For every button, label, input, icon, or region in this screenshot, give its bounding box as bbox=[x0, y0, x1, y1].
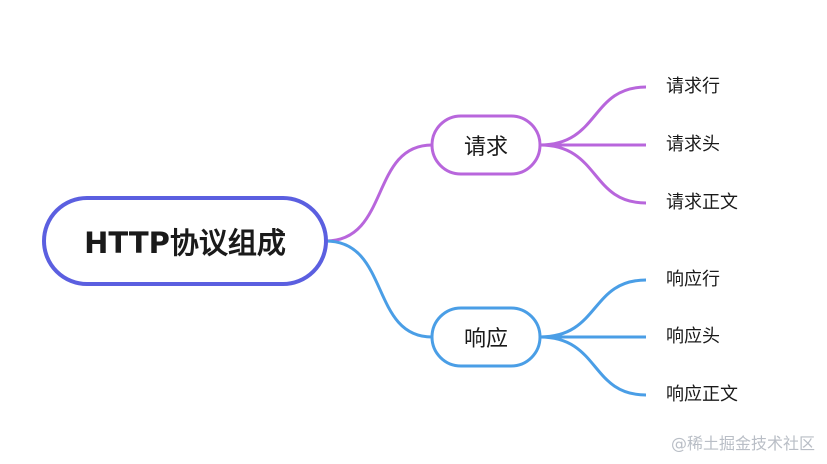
branch-node-request bbox=[430, 114, 542, 176]
leaf-request-body: 请求正文 bbox=[666, 192, 738, 213]
watermark-text: @稀土掘金技术社区 bbox=[670, 434, 815, 453]
branch-label-response: 响应 bbox=[463, 327, 508, 352]
branch-node-response bbox=[430, 306, 542, 368]
connector-response-line bbox=[539, 278, 647, 339]
root-node-label: HTTP协议组成 bbox=[84, 226, 286, 260]
leaf-response-body: 响应正文 bbox=[666, 384, 738, 405]
leaf-request-line: 请求行 bbox=[666, 76, 720, 97]
leaf-request-header: 请求头 bbox=[666, 134, 720, 155]
branch-label-request: 请求 bbox=[463, 135, 508, 160]
connector-root-request bbox=[325, 143, 433, 243]
connector-response-body bbox=[539, 335, 647, 397]
connector-request-line bbox=[539, 85, 647, 147]
connector-root-response bbox=[325, 239, 433, 339]
leaf-response-line: 响应行 bbox=[666, 269, 720, 290]
connector-request-body bbox=[539, 143, 647, 205]
leaf-response-header: 响应头 bbox=[666, 326, 720, 347]
root-node bbox=[42, 196, 328, 286]
